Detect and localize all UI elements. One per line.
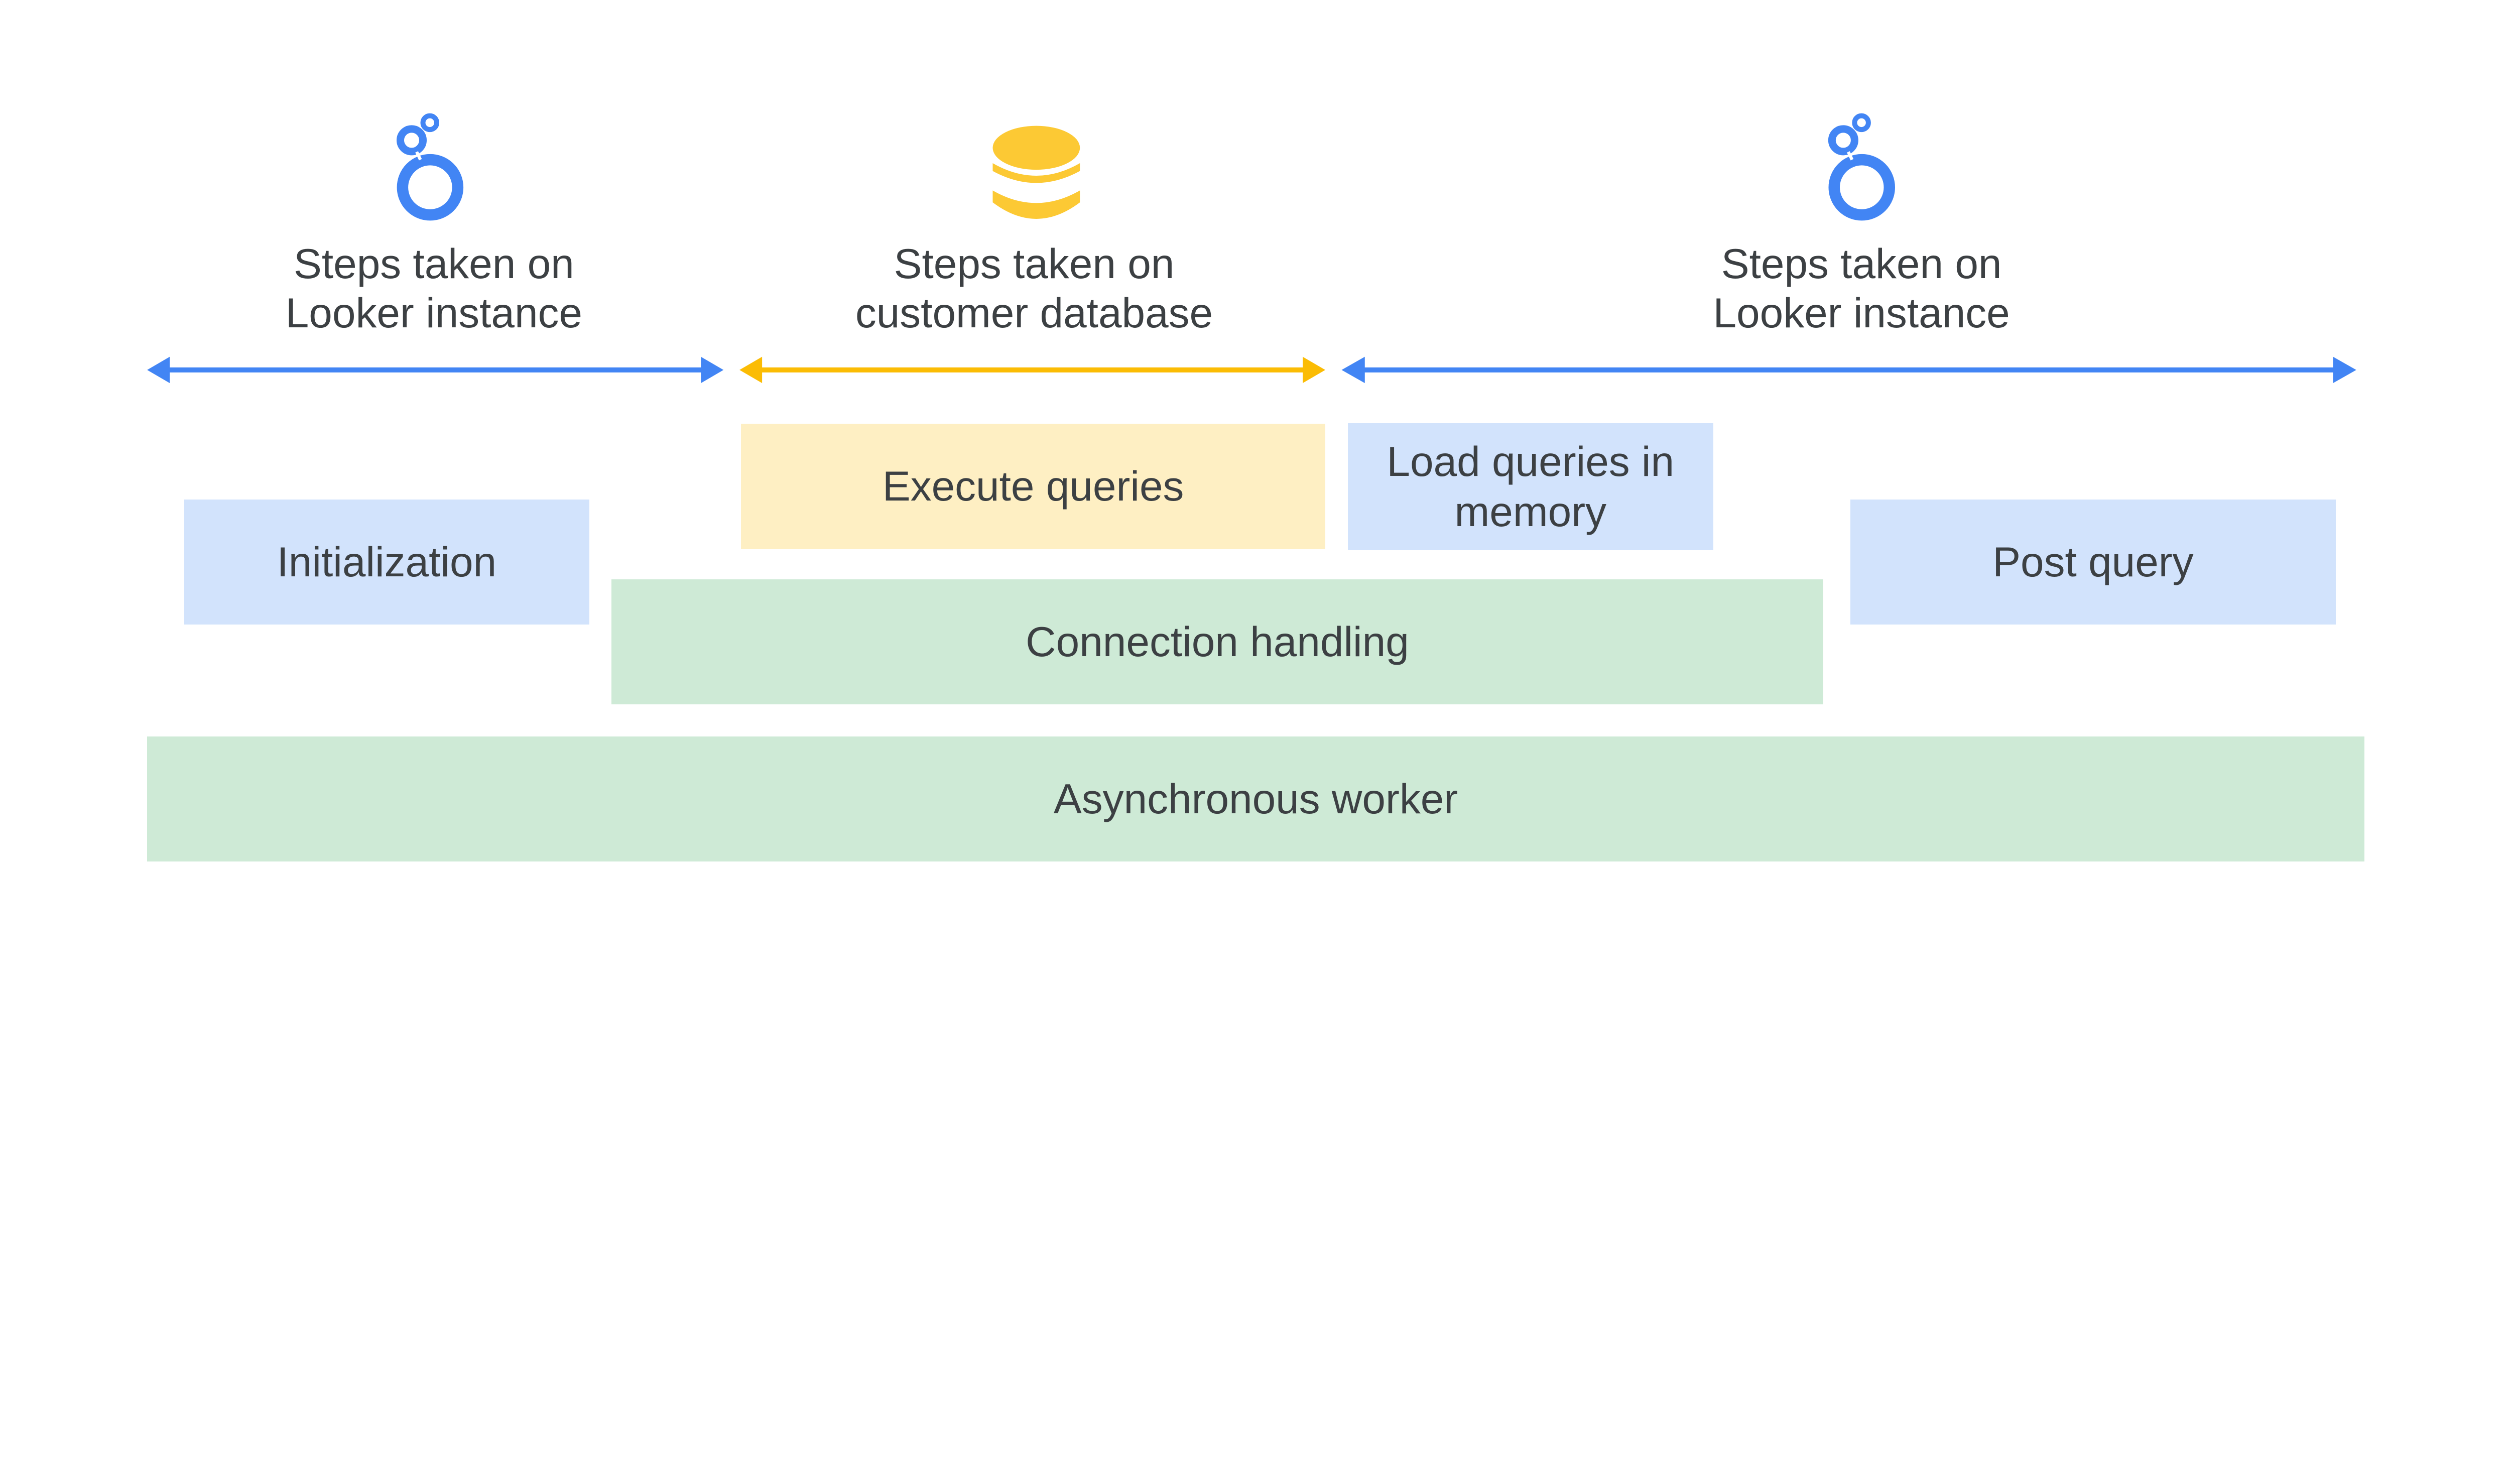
post-query-label: Post query [1992, 538, 2194, 585]
section-label-line: Looker instance [285, 289, 583, 337]
customer-database-span-arrow [739, 356, 1325, 384]
looker-logo-icon [397, 113, 464, 221]
load-queries-box: Load queries in memory [1348, 423, 1713, 551]
database-icon [992, 126, 1080, 219]
section-label-line: Steps taken on [294, 239, 574, 287]
initialization-box: Initialization [184, 500, 589, 625]
section-label-customer-database: Steps taken on customer database [815, 239, 1254, 338]
section-label-line: customer database [855, 289, 1213, 337]
looker-instance-span-arrow [1341, 356, 2356, 384]
execute-queries-box: Execute queries [741, 423, 1325, 549]
execute-queries-label: Execute queries [882, 462, 1184, 510]
connection-handling-label: Connection handling [1026, 618, 1409, 666]
load-queries-label-line: Load queries in [1387, 438, 1675, 485]
post-query-box: Post query [1850, 500, 2336, 625]
asynchronous-worker-label: Asynchronous worker [1053, 775, 1458, 822]
section-label-line: Steps taken on [1721, 239, 2002, 287]
looker-instance-span-arrow [147, 356, 724, 384]
diagram-graphics [147, 113, 2356, 384]
connection-handling-box: Connection handling [611, 579, 1823, 705]
looker-logo-icon [1828, 113, 1895, 221]
section-label-line: Looker instance [1713, 289, 2010, 337]
section-label-line: Steps taken on [894, 239, 1175, 287]
section-label-looker-instance: Steps taken on Looker instance [1642, 239, 2081, 338]
section-label-looker-instance: Steps taken on Looker instance [214, 239, 654, 338]
initialization-label: Initialization [277, 538, 497, 585]
diagram: Steps taken on Looker instance Steps tak… [147, 113, 2364, 861]
asynchronous-worker-box: Asynchronous worker [147, 736, 2364, 861]
load-queries-label-line: memory [1454, 487, 1606, 535]
